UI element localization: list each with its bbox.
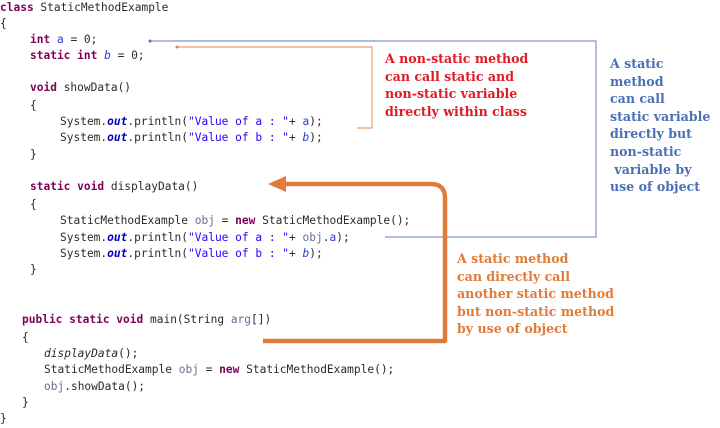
code-line-showdata-print-a: System.out.println("Value of a : "+ a); — [60, 115, 323, 128]
static-variable-note: A static method can call static variable… — [610, 56, 711, 195]
code-line-displaydata-open: { — [30, 198, 37, 211]
orange-thick-arrow — [263, 181, 448, 344]
code-line-showdata-open: { — [30, 99, 37, 112]
code-line-displaydata-close: } — [30, 263, 37, 276]
code-line-main-call-show: obj.showData(); — [44, 380, 146, 393]
code-line-main-close: } — [22, 396, 29, 409]
code-line-class-decl: class StaticMethodExample — [0, 1, 169, 14]
blue-connector-dot — [148, 39, 152, 43]
code-line-int-a: int a = 0; — [30, 33, 98, 46]
orange-connector-dot — [175, 45, 179, 49]
arrowhead-icon — [268, 176, 286, 192]
blue-connector-line — [150, 40, 597, 238]
code-line-main-decl: public static void main(String arg[]) — [22, 313, 272, 326]
code-line-open-brace: { — [0, 17, 7, 30]
code-listing: class StaticMethodExample { int a = 0; s… — [0, 0, 410, 425]
code-line-main-call-display: displayData(); — [44, 347, 139, 360]
code-line-static-int-b: static int b = 0; — [30, 49, 145, 62]
code-line-class-close: } — [0, 412, 7, 425]
code-line-showdata-print-b: System.out.println("Value of b : "+ b); — [60, 131, 323, 144]
code-line-showdata-close: } — [30, 148, 37, 161]
code-line-displaydata-obj: StaticMethodExample obj = new StaticMeth… — [60, 214, 411, 227]
code-line-displaydata-decl: static void displayData() — [30, 180, 199, 193]
non-static-method-note: A non-static method can call static and … — [385, 51, 529, 119]
code-line-displaydata-print-a: System.out.println("Value of a : "+ obj.… — [60, 231, 350, 244]
code-line-main-open: { — [22, 331, 29, 344]
code-line-showdata-decl: void showData() — [30, 81, 132, 94]
code-line-displaydata-print-b: System.out.println("Value of b : "+ b); — [60, 247, 323, 260]
code-line-main-obj: StaticMethodExample obj = new StaticMeth… — [44, 363, 395, 376]
orange-connector-line — [177, 46, 373, 129]
static-method-call-note: A static method can directly call anothe… — [457, 251, 615, 337]
